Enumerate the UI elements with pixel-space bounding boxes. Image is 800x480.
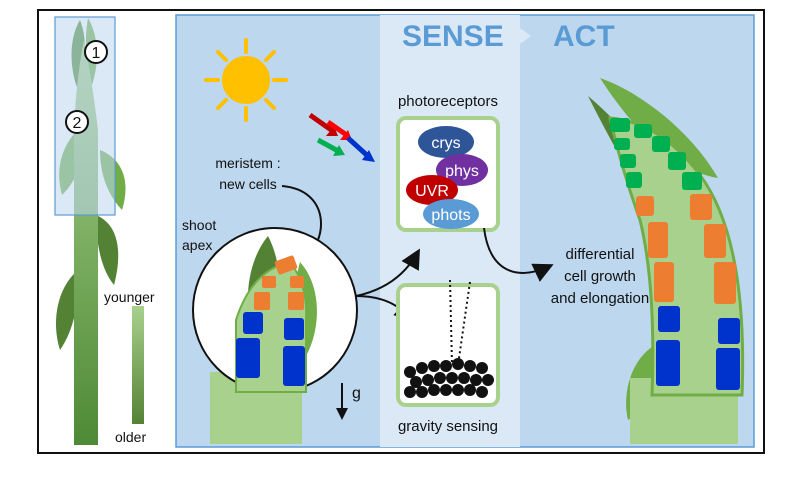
cell-blue [658, 306, 680, 332]
sun-icon [204, 38, 288, 122]
leaf [96, 215, 119, 285]
sense-heading: SENSE [402, 20, 504, 53]
phots-blob [423, 199, 479, 229]
older-label: older [115, 429, 146, 445]
uvr-label: UVR [415, 183, 449, 200]
cell-orange [254, 292, 270, 310]
marker-1-label: 1 [92, 45, 101, 62]
cell-blue [284, 318, 304, 340]
arrow-to-act [483, 227, 554, 282]
marker-2 [65, 110, 89, 134]
gravity-symbol: g [352, 385, 361, 402]
differential-label-3: and elongation [551, 290, 649, 307]
shoot-apex-label-2: apex [182, 237, 212, 253]
cell-blue [236, 338, 260, 378]
marker-2-label: 2 [73, 115, 82, 132]
phys-label: phys [445, 163, 479, 180]
cell-green [652, 136, 670, 152]
arrow-to-photoreceptors [355, 248, 420, 297]
cell-orange [290, 276, 304, 288]
light-rays-icon [308, 112, 375, 162]
statolith-icon [404, 358, 494, 398]
cell-orange [714, 262, 736, 304]
cell-orange [648, 222, 668, 258]
uvr-blob [406, 175, 458, 205]
crys-label: crys [431, 135, 460, 152]
gravity-dotted-lines [449, 279, 471, 366]
cell-green [626, 172, 642, 188]
differential-label: differential [566, 246, 635, 263]
differential-label-2: cell growth [564, 268, 636, 285]
shoot-apex-label: shoot [182, 217, 216, 233]
cell-orange [704, 224, 726, 258]
crys-blob [418, 126, 474, 158]
leaf [55, 270, 79, 350]
meristem-label-2: new cells [219, 176, 277, 192]
cell-orange [274, 255, 298, 275]
cell-orange [690, 194, 712, 220]
cell-blue [718, 318, 740, 344]
cell-blue [283, 346, 305, 386]
phots-label: phots [431, 207, 470, 224]
meristem-label: meristem : [215, 155, 280, 171]
cell-green [610, 118, 630, 132]
phys-blob [436, 154, 488, 186]
cell-blue [716, 348, 740, 390]
cell-green [668, 152, 686, 170]
cell-blue [656, 340, 680, 386]
whole-plant: 1 2 [54, 16, 126, 445]
shoot-apex-zoom [192, 227, 358, 444]
age-gradient: younger older [104, 289, 155, 445]
age-gradient-bar [132, 306, 144, 424]
cell-green [634, 124, 652, 138]
cell-blue [243, 312, 263, 334]
act-stem [608, 116, 745, 397]
gravity-sensing-label: gravity sensing [398, 418, 498, 435]
cell-green [620, 154, 636, 168]
act-leaf [600, 78, 718, 178]
photoreceptors-label: photoreceptors [398, 93, 498, 110]
act-heading: ACT [553, 20, 615, 53]
cell-orange [636, 196, 654, 216]
sense-act-chevron [520, 28, 531, 44]
gravity-arrow-icon [336, 383, 348, 420]
cell-orange [654, 262, 674, 302]
bent-shoot [588, 78, 745, 444]
cell-green [614, 138, 630, 150]
cell-orange [262, 276, 276, 288]
cell-green [682, 172, 702, 190]
marker-1 [84, 40, 108, 64]
cell-orange [288, 292, 304, 310]
younger-label: younger [104, 289, 155, 305]
